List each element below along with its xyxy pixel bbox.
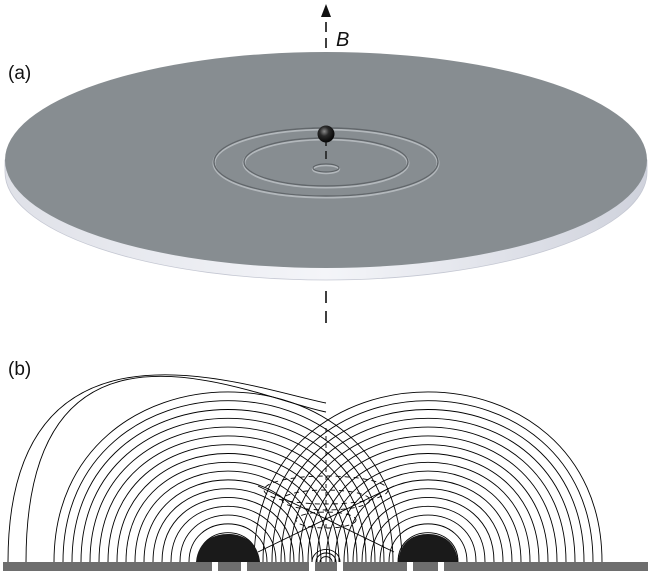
trap-contour: [295, 511, 357, 529]
field-line: [53, 391, 403, 563]
field-line: [334, 470, 522, 563]
sphere-icon: [317, 125, 335, 143]
field-label: B: [336, 29, 350, 51]
field-line: [170, 506, 286, 563]
field-line: [379, 514, 477, 563]
field-line: [343, 479, 513, 563]
field-line: [361, 497, 495, 563]
field-line: [316, 453, 540, 563]
panel-b-label: (b): [8, 359, 32, 380]
up-arrow-icon: [321, 4, 331, 17]
field-line: [253, 391, 603, 563]
trap-contour: [281, 489, 371, 511]
field-line: [388, 523, 468, 563]
field-line: [352, 488, 504, 563]
trap-region: [257, 428, 395, 563]
field-line: [116, 453, 340, 563]
field-line: [262, 400, 594, 563]
field-line: [179, 514, 277, 563]
trap-contour: [263, 475, 389, 505]
panel-a: [4, 4, 648, 326]
field-line: [25, 375, 327, 563]
substrate: [3, 562, 648, 571]
field-lines: [7, 374, 603, 563]
field-line: [125, 461, 331, 563]
field-line: [71, 409, 385, 563]
field-line: [134, 470, 322, 563]
pole-cap-left: [196, 534, 260, 562]
panel-b: [3, 374, 648, 571]
field-line: [62, 400, 394, 563]
field-line: [7, 374, 327, 563]
field-line: [161, 497, 295, 563]
field-line: [315, 552, 337, 563]
field-line: [325, 461, 531, 563]
field-line: [152, 488, 304, 563]
field-line: [311, 549, 341, 563]
field-line: [370, 506, 486, 563]
pole-cap-right: [398, 534, 458, 562]
field-line: [271, 409, 585, 563]
field-line: [80, 418, 376, 563]
field-line: [397, 532, 459, 563]
field-line: [319, 556, 333, 563]
disk-top-surface: [5, 52, 647, 268]
panel-a-label: (a): [8, 63, 32, 84]
